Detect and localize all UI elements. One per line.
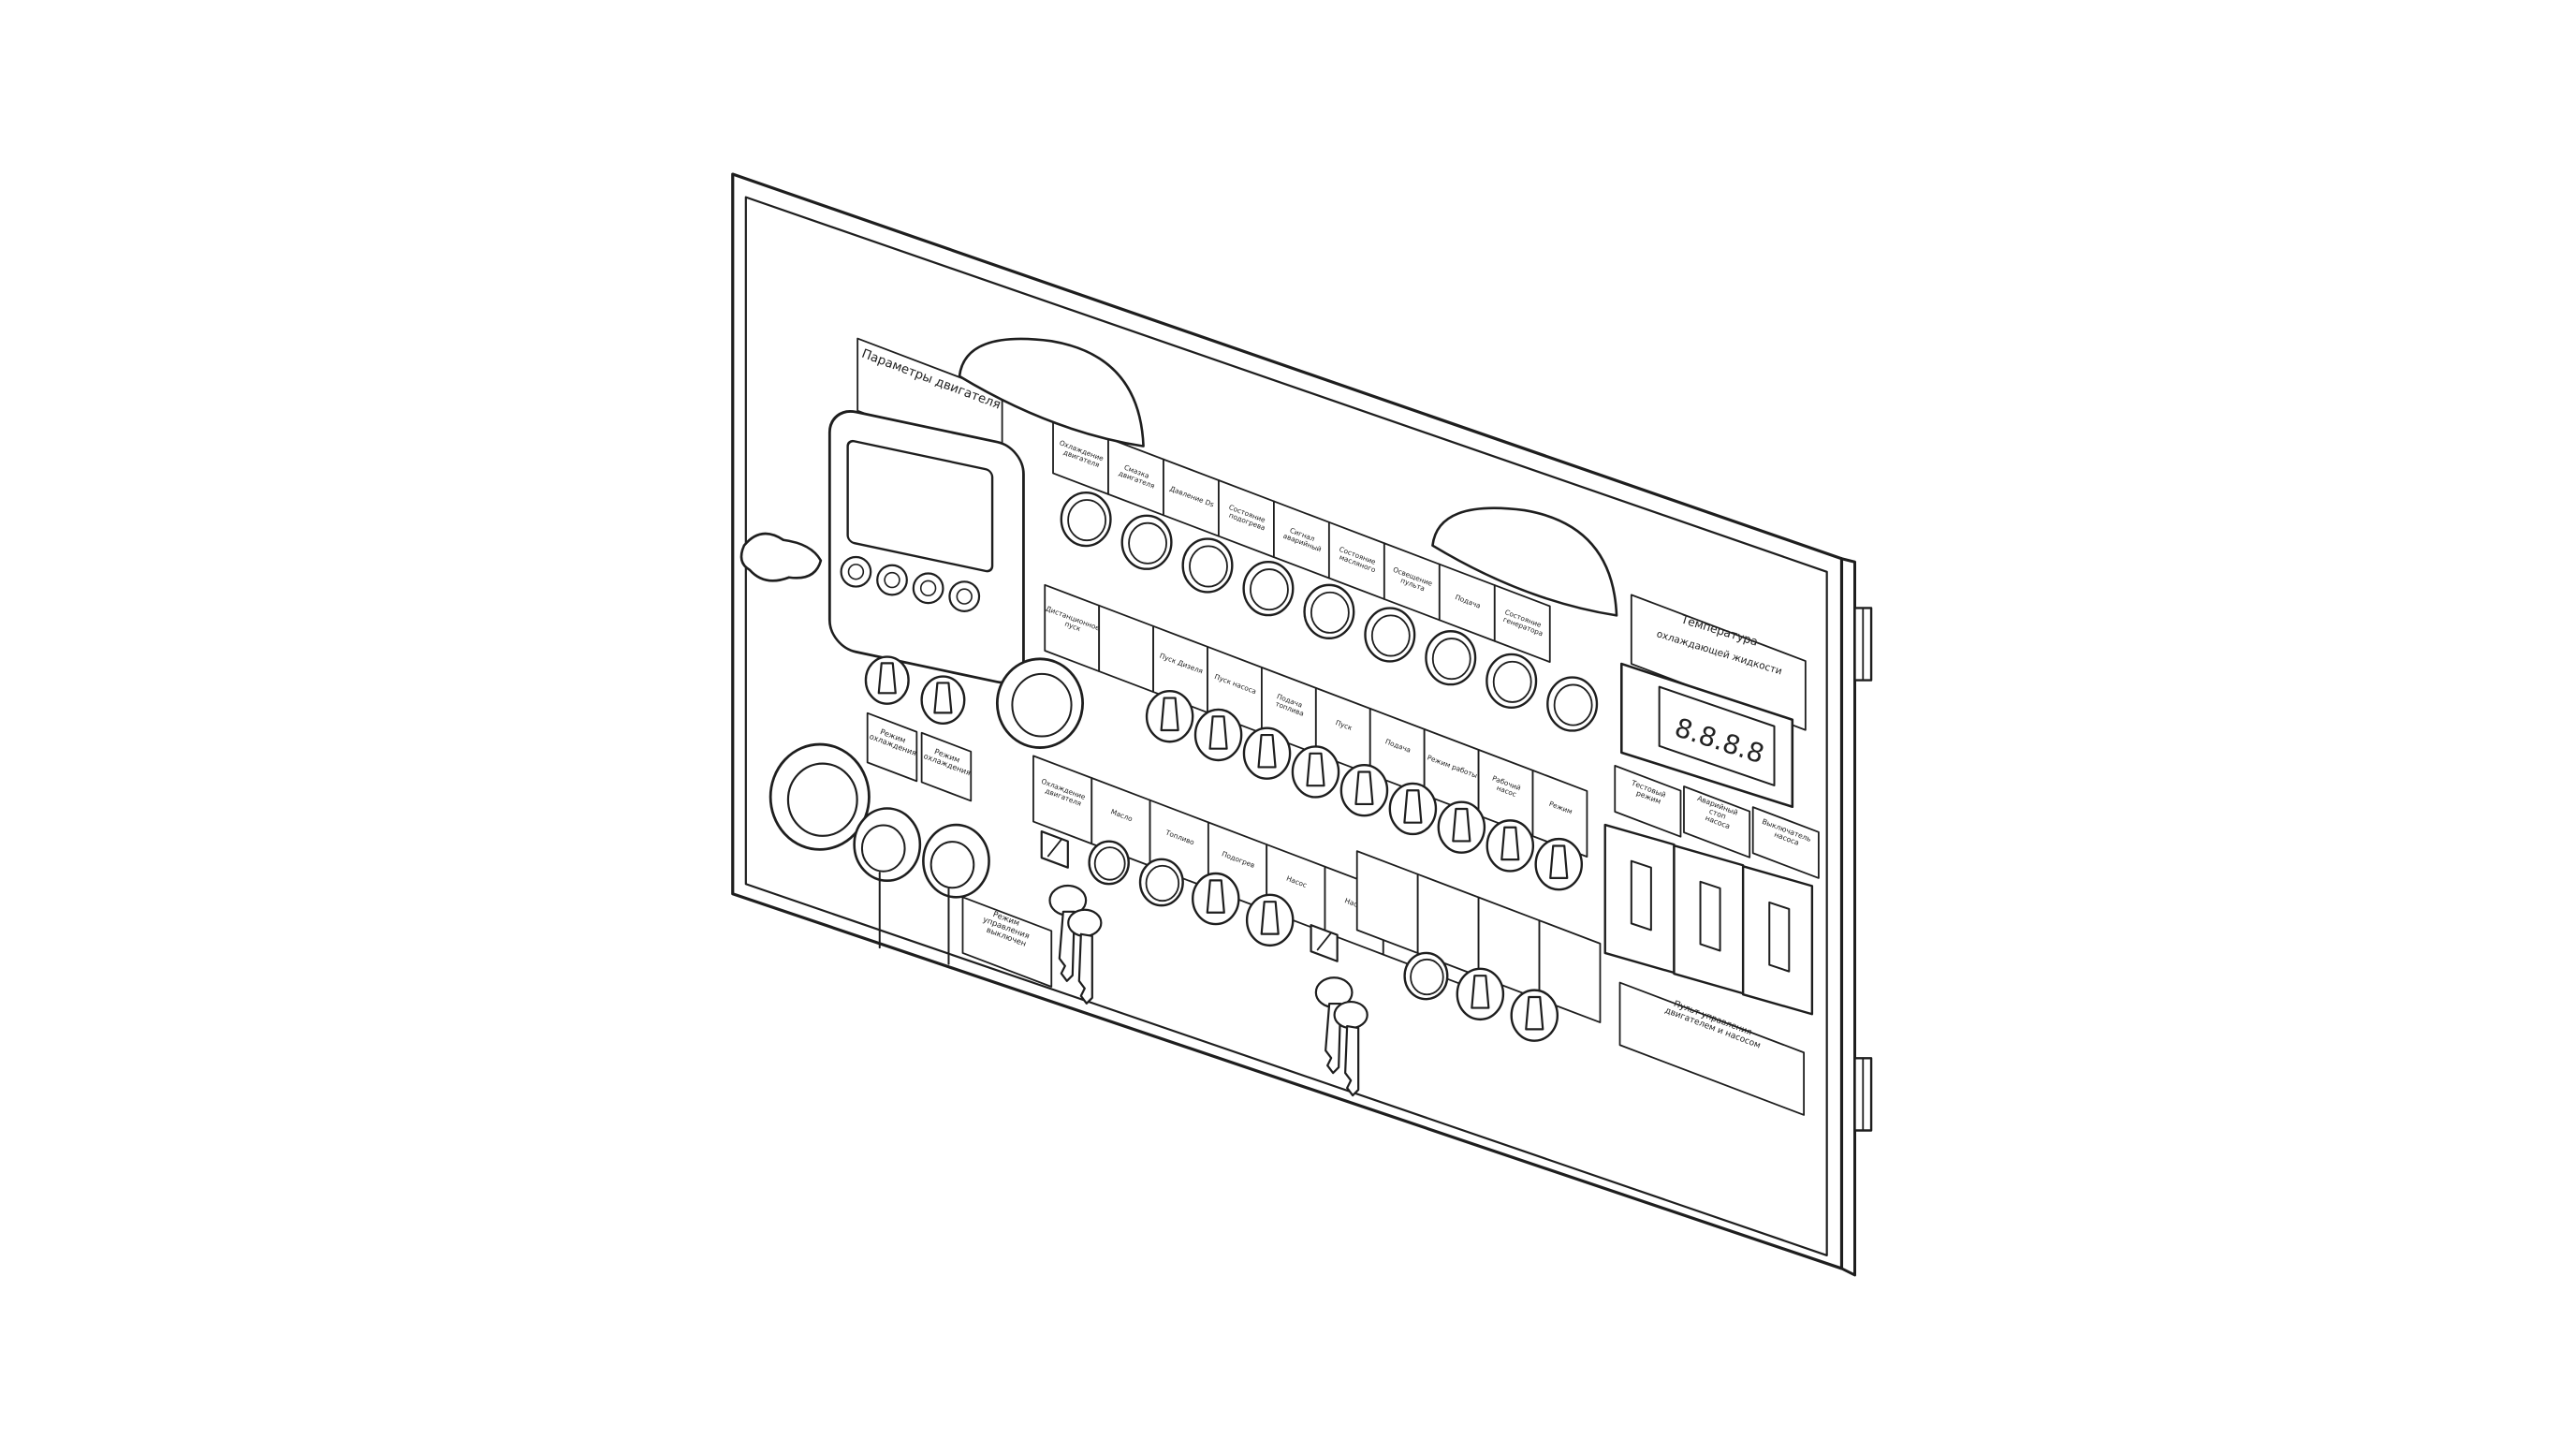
indicator-lamp-icon-lens <box>1189 545 1228 588</box>
toggle-switch-lever <box>1316 932 1332 951</box>
door-handle-icon <box>739 532 823 582</box>
hinges <box>1853 607 1873 1132</box>
display-soft-button <box>948 580 981 612</box>
middle-label-plate <box>1531 769 1588 858</box>
rotary-selector-icon-handle <box>877 662 897 695</box>
left-rotary-plate <box>920 731 973 802</box>
rocker-switch-icon <box>1630 859 1652 932</box>
right-switch-label-plate <box>1614 764 1682 838</box>
temperature-plate <box>1630 594 1807 731</box>
digital-display-icon <box>1619 662 1794 809</box>
key-switch-icon <box>922 823 990 899</box>
rotary-selector-icon-handle <box>1452 807 1471 843</box>
display-soft-button <box>876 564 908 596</box>
left-rotary-plate <box>866 712 918 783</box>
rotary-selector-icon-handle <box>1549 844 1569 879</box>
bottom-plate <box>1618 981 1806 1116</box>
rotary-selector-icon-handle <box>1403 789 1423 824</box>
rocker-switch-housing <box>1673 844 1745 995</box>
rotary-selector-icon-handle <box>1525 995 1544 1031</box>
key-switch-plate <box>961 896 1053 988</box>
panel-edge-thickness <box>1839 557 1857 1277</box>
display-screen <box>846 439 994 573</box>
rotary-selector-icon-handle <box>1471 975 1490 1009</box>
indicator-lamp-icon-lens <box>1492 660 1532 703</box>
display-soft-button <box>912 572 944 605</box>
right-switch-label-plate <box>1751 806 1820 879</box>
rotary-selector-icon-handle <box>1206 879 1225 914</box>
panel-inner-border <box>744 196 1828 1256</box>
key-switch-cylinder <box>860 824 906 873</box>
display-soft-button-inner <box>884 571 900 589</box>
emergency-stop-button-icon <box>995 657 1085 749</box>
indicator-lamp-icon-lens <box>1067 499 1107 542</box>
display-soft-button-inner <box>919 580 937 597</box>
panel-controls: 8.8.8.8 <box>739 337 1814 1042</box>
rotary-selector-icon-handle <box>1500 826 1520 861</box>
indicator-lamp-icon-lens <box>1410 958 1444 996</box>
rotary-selector-icon-handle <box>1208 715 1228 750</box>
rocker-switch-icon <box>1699 880 1721 952</box>
indicator-lamp-icon-lens <box>1145 864 1180 902</box>
indicator-lamp-icon-lens <box>1128 521 1167 565</box>
toggle-switch-lever <box>1046 838 1062 858</box>
right-switch-label-plate <box>1683 785 1751 858</box>
display-soft-button-inner <box>956 588 973 605</box>
rotary-selector-icon-handle <box>1260 901 1280 935</box>
indicator-lamp-icon-lens <box>1310 591 1350 634</box>
dome-light-icon <box>958 337 1145 448</box>
indicator-lamp-icon-lens <box>1250 568 1289 611</box>
indicator-lamp-icon-lens <box>1370 614 1411 657</box>
indicator-lamp-icon-lens <box>1553 683 1593 726</box>
rotary-selector-icon-handle <box>1160 697 1179 732</box>
indicator-lamp-icon-lens <box>1431 638 1471 681</box>
lower-right-plate <box>1538 919 1602 1023</box>
temperature-readout-window <box>1658 685 1776 786</box>
rotary-selector-icon-handle <box>1257 733 1277 769</box>
digital-display-icon <box>827 410 1025 684</box>
large-selector-knob <box>768 742 871 851</box>
keys <box>1048 884 1368 1097</box>
display-soft-button-inner <box>847 564 865 580</box>
rotary-selector-icon-handle <box>1306 752 1325 787</box>
indicator-lamp-icon-lens <box>1093 846 1126 881</box>
key-switch-icon-second-blade <box>1344 1024 1360 1097</box>
upper-label-plate <box>1493 584 1551 664</box>
emergency-stop-button-cap <box>1011 672 1073 738</box>
key-switch-cylinder <box>929 841 975 889</box>
rotary-selector-icon-handle <box>933 682 953 714</box>
key-switch-icon-second <box>1333 1000 1368 1030</box>
display-soft-button <box>840 555 872 588</box>
key-switch-icon-second <box>1067 908 1103 937</box>
rocker-switch-housing <box>1741 865 1814 1016</box>
key-switch-icon-second-blade <box>1077 932 1093 1005</box>
rotary-selector-icon-handle <box>1354 770 1374 806</box>
large-selector-knob-inner <box>786 762 858 837</box>
dome-light-icon <box>1431 506 1618 617</box>
key-switch-icon <box>853 807 922 883</box>
rocker-switch-icon <box>1768 901 1791 973</box>
rocker-switch-housing <box>1603 823 1676 975</box>
